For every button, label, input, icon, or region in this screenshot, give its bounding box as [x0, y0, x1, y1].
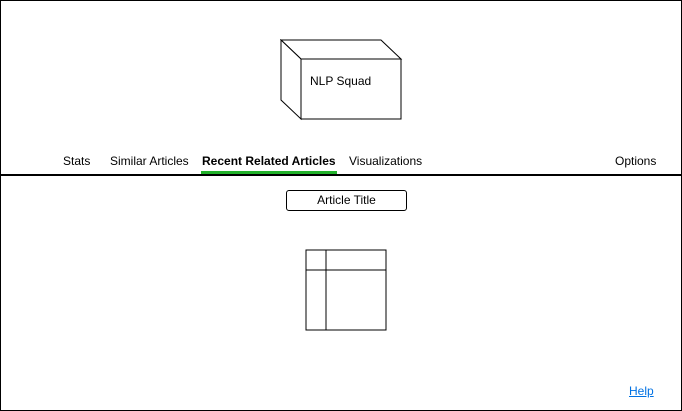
article-title-button[interactable]: Article Title	[286, 190, 407, 211]
tab-similar-articles[interactable]: Similar Articles	[110, 154, 189, 168]
tab-recent-related-articles[interactable]: Recent Related Articles	[202, 154, 336, 168]
options-menu[interactable]: Options	[615, 154, 657, 168]
active-tab-indicator	[201, 171, 337, 174]
table-icon	[305, 249, 387, 331]
logo-text: NLP Squad	[310, 74, 372, 88]
box-3d-icon	[280, 39, 403, 121]
nav-divider	[1, 174, 681, 176]
tab-stats[interactable]: Stats	[63, 154, 91, 168]
tab-visualizations[interactable]: Visualizations	[349, 154, 423, 168]
help-link[interactable]: Help	[629, 384, 654, 398]
